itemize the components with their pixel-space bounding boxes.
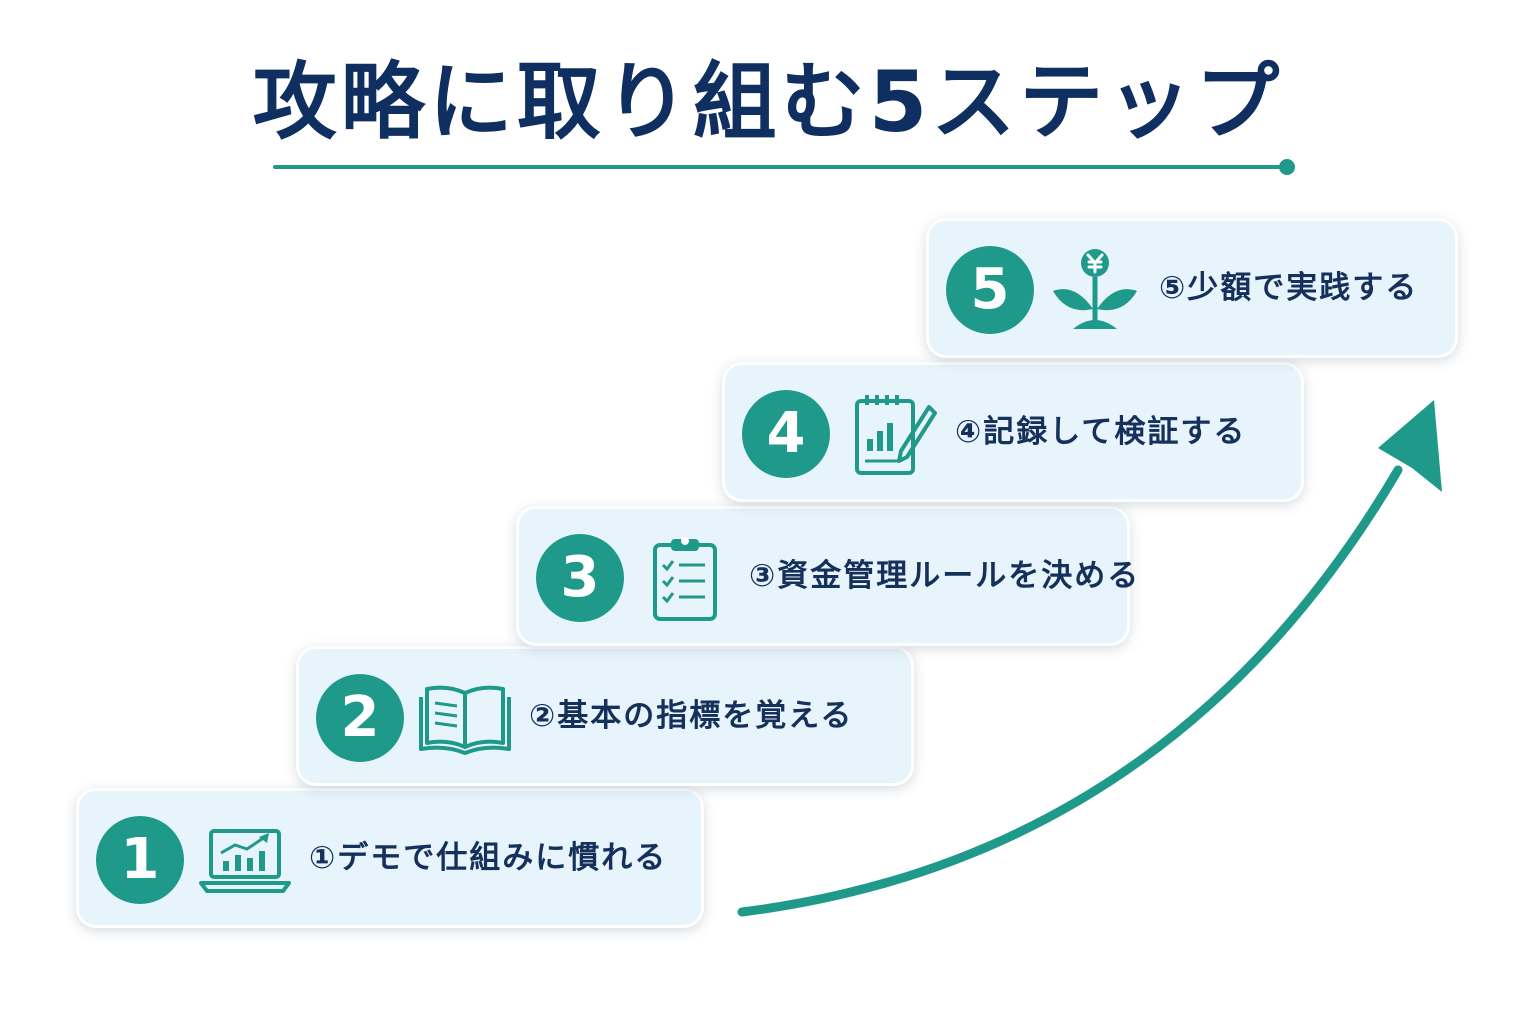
open-book-icon <box>417 675 513 761</box>
step-label: ⑤少額で実践する <box>1159 270 1419 306</box>
notepad-pen-icon <box>843 391 939 477</box>
title-underline <box>273 165 1281 169</box>
clipboard-checklist-icon <box>637 535 733 621</box>
step-card-5: 5 ⑤少額で実践する <box>926 218 1458 358</box>
yen-sprout-icon <box>1047 247 1143 333</box>
title-underline-dot <box>1279 159 1295 175</box>
laptop-chart-icon <box>197 817 293 903</box>
step-card-3: 3 ③資金管理ルールを決める <box>516 506 1138 646</box>
step-card-2: 2 ②基本の指標を覚える <box>296 646 914 786</box>
page-title: 攻略に取り組む5ステップ <box>252 53 1284 151</box>
step-number-badge: 1 <box>96 816 184 904</box>
step-label: ④記録して検証する <box>955 414 1247 450</box>
step-number-badge: 4 <box>742 390 830 478</box>
step-card-1: 1 ①デモで仕組みに慣れる <box>76 788 704 928</box>
step-number-badge: 2 <box>316 674 404 762</box>
step-number-badge: 5 <box>946 246 1034 334</box>
step-label: ①デモで仕組みに慣れる <box>309 840 668 876</box>
step-label: ②基本の指標を覚える <box>529 698 854 734</box>
step-number-badge: 3 <box>536 534 624 622</box>
step-card-4: 4 ④記録して検証する <box>722 362 1304 502</box>
step-label: ③資金管理ルールを決める <box>749 558 1141 594</box>
